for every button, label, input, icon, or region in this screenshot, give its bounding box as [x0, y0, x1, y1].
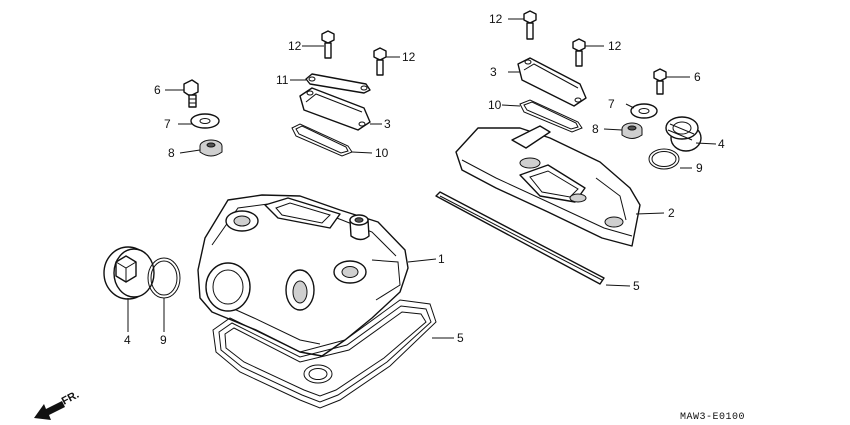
seal-ring-part-10-left — [291, 123, 353, 157]
bolt-part-12-b — [373, 47, 387, 76]
front-direction-indicator: FR. — [34, 389, 81, 420]
callout-2: 2 — [668, 206, 675, 220]
callout-labels: 1 2 3 3 4 4 5 5 6 6 7 7 8 8 9 9 10 10 11… — [124, 12, 725, 347]
bolt-part-6-left — [183, 79, 199, 108]
callout-12-b: 12 — [402, 50, 416, 64]
callout-9-right: 9 — [696, 161, 703, 175]
front-cover-gasket — [212, 299, 437, 409]
callout-3-left: 3 — [384, 117, 391, 131]
washer-part-7-left — [190, 113, 220, 129]
bolt-part-12-d — [572, 38, 586, 67]
plug-part-4-left — [103, 246, 155, 300]
callout-5-lower: 5 — [457, 331, 464, 345]
callout-12-c: 12 — [489, 12, 503, 26]
callout-7-left: 7 — [164, 117, 171, 131]
front-arrow-icon — [34, 401, 65, 420]
callout-10-left: 10 — [375, 146, 389, 160]
bolt-part-12-c — [523, 10, 537, 40]
callout-6-right: 6 — [694, 70, 701, 84]
callout-4-right: 4 — [718, 137, 725, 151]
seal-ring-part-10-right — [519, 99, 583, 133]
callout-5-upper: 5 — [633, 279, 640, 293]
callout-1: 1 — [438, 252, 445, 266]
diagram-reference-code: MAW3-E0100 — [680, 412, 745, 423]
leader-lines — [127, 18, 717, 339]
callout-7-right: 7 — [608, 97, 615, 111]
bracket-part-11 — [305, 73, 371, 94]
bolt-part-6-right — [653, 68, 667, 95]
callout-4-left: 4 — [124, 333, 131, 347]
callout-11: 11 — [276, 73, 289, 87]
grommet-part-8-left — [199, 139, 223, 157]
callout-12-d: 12 — [608, 39, 622, 53]
callout-10-right: 10 — [488, 98, 502, 112]
callout-8-left: 8 — [168, 146, 175, 160]
front-direction-label: FR. — [60, 389, 81, 408]
rear-cover-gasket — [435, 191, 605, 285]
bolt-part-12-a — [321, 30, 335, 59]
front-cylinder-head-cover — [197, 194, 409, 357]
callout-12-a: 12 — [288, 39, 302, 53]
callout-9-left: 9 — [160, 333, 167, 347]
washer-part-7-right — [630, 103, 658, 119]
o-ring-part-9-right — [648, 148, 680, 170]
plug-part-4-right — [665, 116, 702, 152]
grommet-part-8-right — [621, 122, 643, 139]
plate-cover-part-3-left — [299, 87, 371, 131]
callout-8-right: 8 — [592, 122, 599, 136]
callout-3-right: 3 — [490, 65, 497, 79]
plate-cover-part-3-right — [517, 57, 587, 107]
rear-cylinder-head-cover — [455, 125, 641, 247]
callout-6-left: 6 — [154, 83, 161, 97]
